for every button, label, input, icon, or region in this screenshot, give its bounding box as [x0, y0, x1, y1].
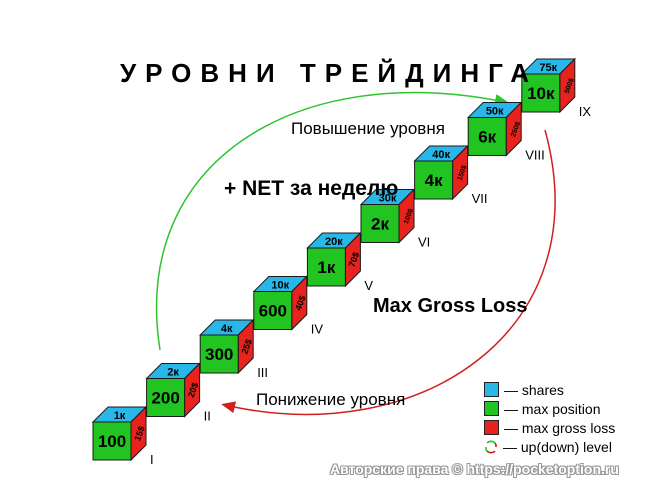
position-label: 600: [259, 302, 287, 321]
loss-label: 15$: [132, 425, 147, 443]
net-per-week-label: + NET за неделю: [224, 177, 399, 200]
shares-label: 20к: [325, 236, 343, 248]
level-cube: 40к 4к 150$VII: [413, 144, 488, 206]
shares-label: 4к: [221, 323, 233, 335]
position-face: [360, 204, 400, 243]
position-face: [146, 378, 186, 417]
level-up-label: Повышение уровня: [291, 119, 445, 138]
shares-label: 2к: [167, 367, 179, 379]
level-roman-numeral: VIII: [525, 148, 545, 163]
loss-label: 40$: [293, 294, 308, 312]
level-roman-numeral: VI: [418, 235, 430, 250]
position-label: 300: [205, 345, 233, 364]
loss-swatch-icon: [484, 420, 499, 435]
level-roman-numeral: I: [150, 452, 154, 467]
shares-swatch-icon: [484, 382, 499, 397]
level-roman-numeral: V: [364, 278, 373, 293]
level-cube: 10к 600 40$IV: [252, 275, 324, 337]
legend-label: — up(down) level: [503, 438, 612, 455]
level-roman-numeral: II: [204, 409, 211, 424]
legend-item-max-gross-loss: — max gross loss: [484, 418, 615, 437]
shares-label: 1к: [114, 410, 126, 422]
level-cube: 1к 100 15$I: [91, 405, 154, 467]
legend-item-max-position: — max position: [484, 399, 615, 418]
position-face: [199, 334, 239, 374]
shares-label: 40к: [432, 149, 450, 161]
position-face: [92, 421, 132, 461]
legend-label: — max position: [504, 400, 601, 417]
position-face: [521, 73, 561, 113]
position-face: [414, 160, 454, 200]
level-cube: 30к 2к 100$VI: [359, 188, 430, 250]
cycle-arrows-icon: [485, 440, 497, 453]
level-roman-numeral: III: [257, 365, 268, 380]
loss-label: 100$: [403, 208, 415, 225]
position-label: 10к: [527, 84, 555, 103]
position-face: [253, 291, 293, 330]
loss-label: 500$: [564, 77, 576, 94]
legend-label: — shares: [504, 381, 564, 398]
position-label: 6к: [478, 128, 496, 147]
max-gross-loss-label: Max Gross Loss: [373, 295, 528, 317]
shares-label: 30к: [379, 193, 397, 205]
shares-label: 50к: [486, 106, 504, 118]
copyright-watermark: Авторские права © https://pocketoption.r…: [330, 461, 619, 477]
position-label: 100: [98, 432, 126, 451]
level-down-label: Понижение уровня: [256, 390, 406, 409]
position-swatch-icon: [484, 401, 499, 416]
level-cube: 4к 300 25$III: [198, 318, 268, 380]
loss-label: 20$: [186, 381, 201, 399]
level-cube: 50к 6к 250$VIII: [466, 101, 545, 163]
level-cube: 20к 1к 70$V: [306, 231, 373, 293]
position-label: 200: [151, 389, 179, 408]
position-face: [306, 247, 346, 287]
page-title: УРОВНИ ТРЕЙДИНГА: [120, 58, 538, 88]
level-roman-numeral: VII: [472, 191, 488, 206]
position-label: 4к: [425, 171, 443, 190]
loss-label: 25$: [239, 338, 254, 356]
level-down-arrow: [221, 129, 556, 416]
position-label: 1к: [317, 258, 335, 277]
legend-label: — max gross loss: [504, 419, 616, 436]
level-roman-numeral: IV: [311, 322, 324, 337]
legend-item-up-down-level: — up(down) level: [484, 437, 615, 456]
loss-label: 150$: [457, 164, 469, 181]
level-up-arrow: [155, 91, 509, 351]
legend-item-shares: — shares: [484, 380, 615, 399]
loss-label: 250$: [510, 121, 522, 138]
loss-label: 70$: [347, 251, 362, 269]
level-cube: 2к 200 20$II: [145, 362, 211, 424]
position-face: [467, 117, 507, 156]
level-roman-numeral: IX: [579, 104, 592, 119]
shares-label: 10к: [271, 280, 289, 292]
position-label: 2к: [371, 215, 389, 234]
shares-label: 75к: [539, 62, 557, 74]
legend: — shares — max position — max gross loss…: [484, 380, 615, 456]
level-cube: 75к 10к 500$IX: [520, 57, 592, 119]
